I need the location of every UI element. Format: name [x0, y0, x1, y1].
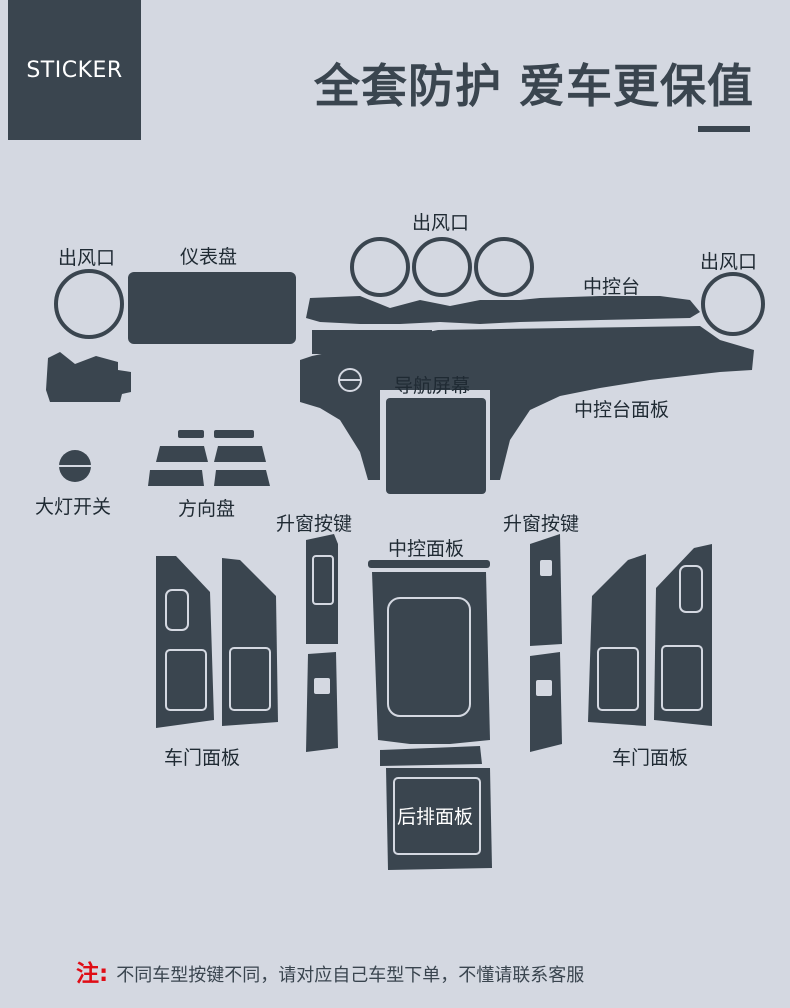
label-vent-left: 出风口	[58, 247, 116, 269]
label-vent-top: 出风口	[412, 212, 470, 234]
label-center-console-panel: 中控台面板	[574, 399, 670, 421]
left-trim-sticker	[46, 352, 131, 402]
label-steering-wheel: 方向盘	[178, 498, 236, 520]
label-door-panel-left: 车门面板	[164, 747, 241, 769]
window-keys-left-sticker	[306, 534, 338, 752]
rear-panel-sticker	[386, 768, 492, 870]
vent-right-ring	[701, 272, 765, 336]
door-panel-left-sticker	[156, 556, 278, 728]
label-headlight-switch: 大灯开关	[35, 496, 112, 518]
nav-screen-sticker	[386, 398, 486, 494]
label-dashboard: 仪表盘	[180, 246, 238, 268]
window-keys-right-sticker	[530, 534, 562, 752]
footnote: 注: 不同车型按键不同，请对应自己车型下单，不懂请联系客服	[76, 954, 584, 988]
steering-wheel-sticker	[148, 430, 270, 486]
vent-top-ring-2	[412, 237, 472, 297]
vent-top-ring-3	[474, 237, 534, 297]
headline: 全套防护 爱车更保值	[313, 59, 754, 113]
label-rear-panel: 后排面板	[397, 806, 474, 828]
vent-top-ring-1	[350, 237, 410, 297]
center-panel-sticker	[368, 560, 490, 766]
label-window-keys-left: 升窗按键	[276, 513, 353, 535]
label-window-keys-right: 升窗按键	[503, 513, 580, 535]
center-console-sticker	[306, 296, 700, 324]
footnote-mark: 注:	[76, 961, 109, 987]
center-console-panel-sticker	[300, 326, 754, 480]
headline-underline	[698, 126, 750, 132]
dashboard-sticker	[128, 272, 296, 344]
label-center-panel: 中控面板	[388, 538, 465, 560]
vent-left-ring	[54, 269, 124, 339]
label-center-console: 中控台	[583, 276, 641, 298]
label-vent-right: 出风口	[700, 251, 758, 273]
footnote-text: 不同车型按键不同，请对应自己车型下单，不懂请联系客服	[116, 965, 585, 986]
sticker-badge: STICKER	[8, 0, 141, 140]
label-door-panel-right: 车门面板	[612, 747, 689, 769]
label-nav-screen: 导航屏幕	[394, 375, 471, 397]
door-panel-right-sticker	[588, 544, 712, 726]
